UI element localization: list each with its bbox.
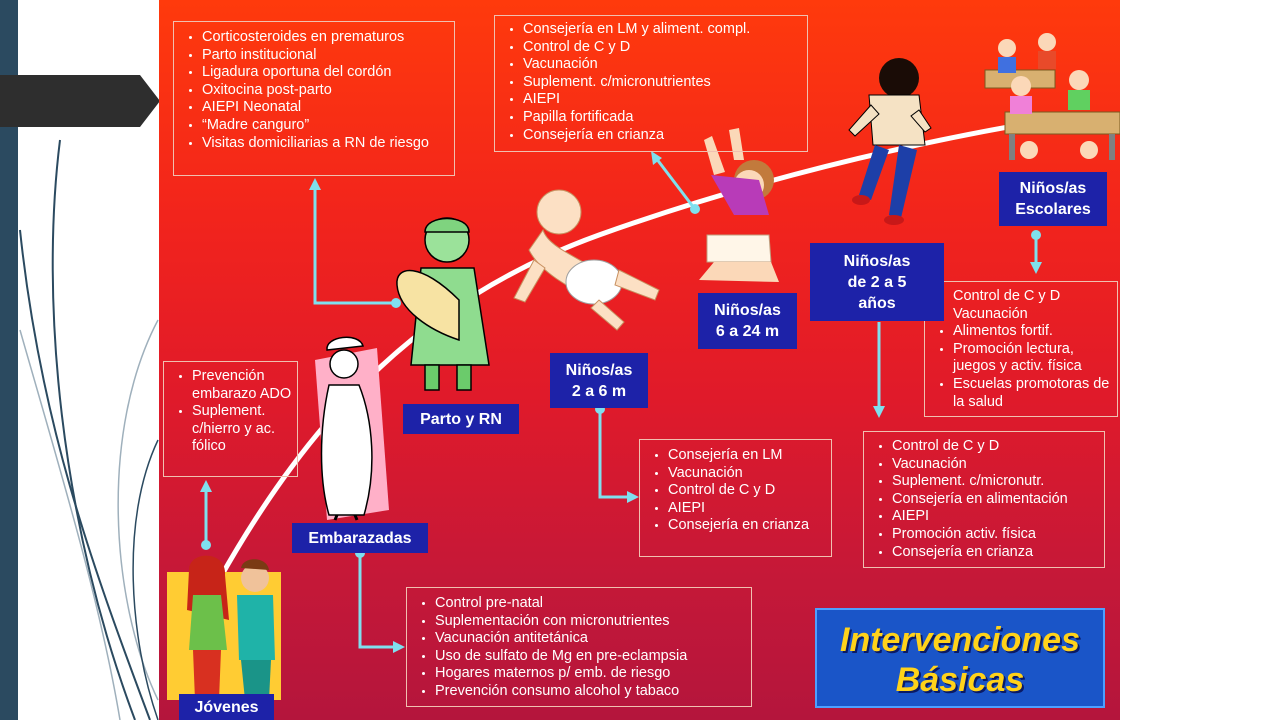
intervention-item: Consejería en crianza [668, 517, 831, 535]
stage-label-line: Escolares [1015, 201, 1091, 218]
diagram-graphics [167, 33, 1120, 700]
intervention-item: Control de C y D [892, 438, 1104, 456]
intervention-item: “Madre canguro” [202, 117, 454, 135]
intervention-item: Control pre-natal [435, 595, 751, 613]
intervention-item: Consejería en LM [668, 447, 831, 465]
intervention-item: Promoción activ. física [892, 526, 1104, 544]
intervention-item: Promoción lectura, juegos y activ. físic… [953, 341, 1117, 376]
intervention-item: Vacunación [953, 306, 1117, 324]
stage-label-parto: Parto y RN [403, 404, 519, 434]
intervention-item: Vacunación [892, 456, 1104, 474]
title-tab-shape [0, 75, 160, 127]
intervention-item: Papilla fortificada [523, 109, 807, 127]
intervention-item: Consejería en alimentación [892, 491, 1104, 509]
intervention-item: Suplement. c/micronutr. [892, 473, 1104, 491]
intervention-item: Vacunación [523, 56, 807, 74]
stage-label-ninos-2-6: Niños/as 2 a 6 m [550, 353, 648, 408]
intervention-item: Control de C y D [668, 482, 831, 500]
intervention-item: Hogares maternos p/ emb. de riesgo [435, 665, 751, 683]
intervention-item: Consejería en crianza [892, 544, 1104, 562]
intervention-item: Prevención embarazo ADO [192, 368, 297, 403]
stage-label-line: Niños/as [565, 361, 633, 379]
ninos-2-6-interventions-box: Consejería en LMVacunaciónControl de C y… [639, 439, 832, 557]
embarazadas-interventions-box: Control pre-natalSuplementación con micr… [406, 587, 752, 707]
intervention-item: Visitas domiciliarias a RN de riesgo [202, 135, 454, 153]
intervention-item: Ligadura oportuna del cordón [202, 64, 454, 82]
stage-label-line: Embarazadas [308, 529, 412, 547]
intervention-item: Prevención consumo alcohol y tabaco [435, 683, 751, 701]
parto-illustration [396, 217, 490, 391]
ninos-2-5-interventions-box: Control de C y DVacunaciónSuplement. c/m… [863, 431, 1105, 568]
parto-interventions-box: Corticosteroides en prematurosParto inst… [173, 21, 455, 176]
stage-label-line: Niños/as [714, 302, 781, 319]
stage-label-line: Jóvenes [194, 698, 259, 716]
intervention-item: Consejería en crianza [523, 127, 807, 145]
intervention-item: AIEPI [523, 91, 807, 109]
intervention-item: Vacunación [668, 465, 831, 483]
intervention-item: Suplement. c/micronutrientes [523, 74, 807, 92]
intervention-item: Vacunación antitetánica [435, 630, 751, 648]
stage-label-embarazadas: Embarazadas [292, 523, 428, 553]
intervention-item: Parto institucional [202, 47, 454, 65]
ninos-6-24-interventions-box: Consejería en LM y aliment. compl.Contro… [494, 15, 808, 152]
intervention-item: Oxitocina post-parto [202, 82, 454, 100]
stage-label-line: 6 a 24 m [715, 323, 780, 340]
intervention-item: AIEPI Neonatal [202, 99, 454, 117]
escolares-illustration [984, 33, 1120, 160]
intervention-item: Control de C y D [953, 288, 1117, 306]
intervention-item: Uso de sulfato de Mg en pre-eclampsia [435, 648, 751, 666]
stage-label-line: Niños/as [1019, 180, 1087, 197]
jovenes-interventions-box: Prevención embarazo ADOSuplement. c/hier… [163, 361, 298, 477]
stage-label-jovenes: Jóvenes [179, 694, 274, 720]
ninos-2-5-illustration [848, 58, 932, 225]
escolares-interventions-box: Control de C y DVacunaciónAlimentos fort… [924, 281, 1118, 417]
intervention-item: AIEPI [892, 508, 1104, 526]
stage-label-line: 2 a 6 m [571, 382, 627, 400]
left-accent-strip [0, 0, 18, 720]
ninos-2-6-illustration [513, 189, 660, 331]
stage-label-ninos-6-24: Niños/as 6 a 24 m [698, 293, 797, 349]
intervention-item: AIEPI [668, 500, 831, 518]
intervention-item: Corticosteroides en prematuros [202, 29, 454, 47]
stage-label-line: Parto y RN [420, 410, 502, 428]
decorative-curves [19, 139, 159, 720]
embarazadas-illustration [315, 336, 389, 521]
intervention-item: Alimentos fortif. [953, 323, 1117, 341]
title-line-2: Básicas [895, 661, 1025, 699]
stage-label-line: de 2 a 5 [847, 273, 907, 291]
intervention-item: Consejería en LM y aliment. compl. [523, 21, 807, 39]
ninos-6-24-illustration [699, 128, 779, 282]
intervention-item: Suplementación con micronutrientes [435, 613, 751, 631]
stage-label-ninos-2-5: Niños/as de 2 a 5 años [810, 243, 944, 321]
diagram-title: Intervenciones Básicas [815, 608, 1105, 708]
stage-label-line: años [858, 294, 896, 312]
stage-label-line: Niños/as [843, 252, 911, 270]
diagram-slide: Prevención embarazo ADOSuplement. c/hier… [159, 0, 1120, 720]
intervention-item: Escuelas promotoras de la salud [953, 376, 1117, 411]
intervention-item: Control de C y D [523, 39, 807, 57]
intervention-item: Suplement. c/hierro y ac. fólico [192, 403, 297, 456]
jovenes-illustration [167, 555, 281, 700]
title-line-1: Intervenciones [840, 621, 1080, 659]
